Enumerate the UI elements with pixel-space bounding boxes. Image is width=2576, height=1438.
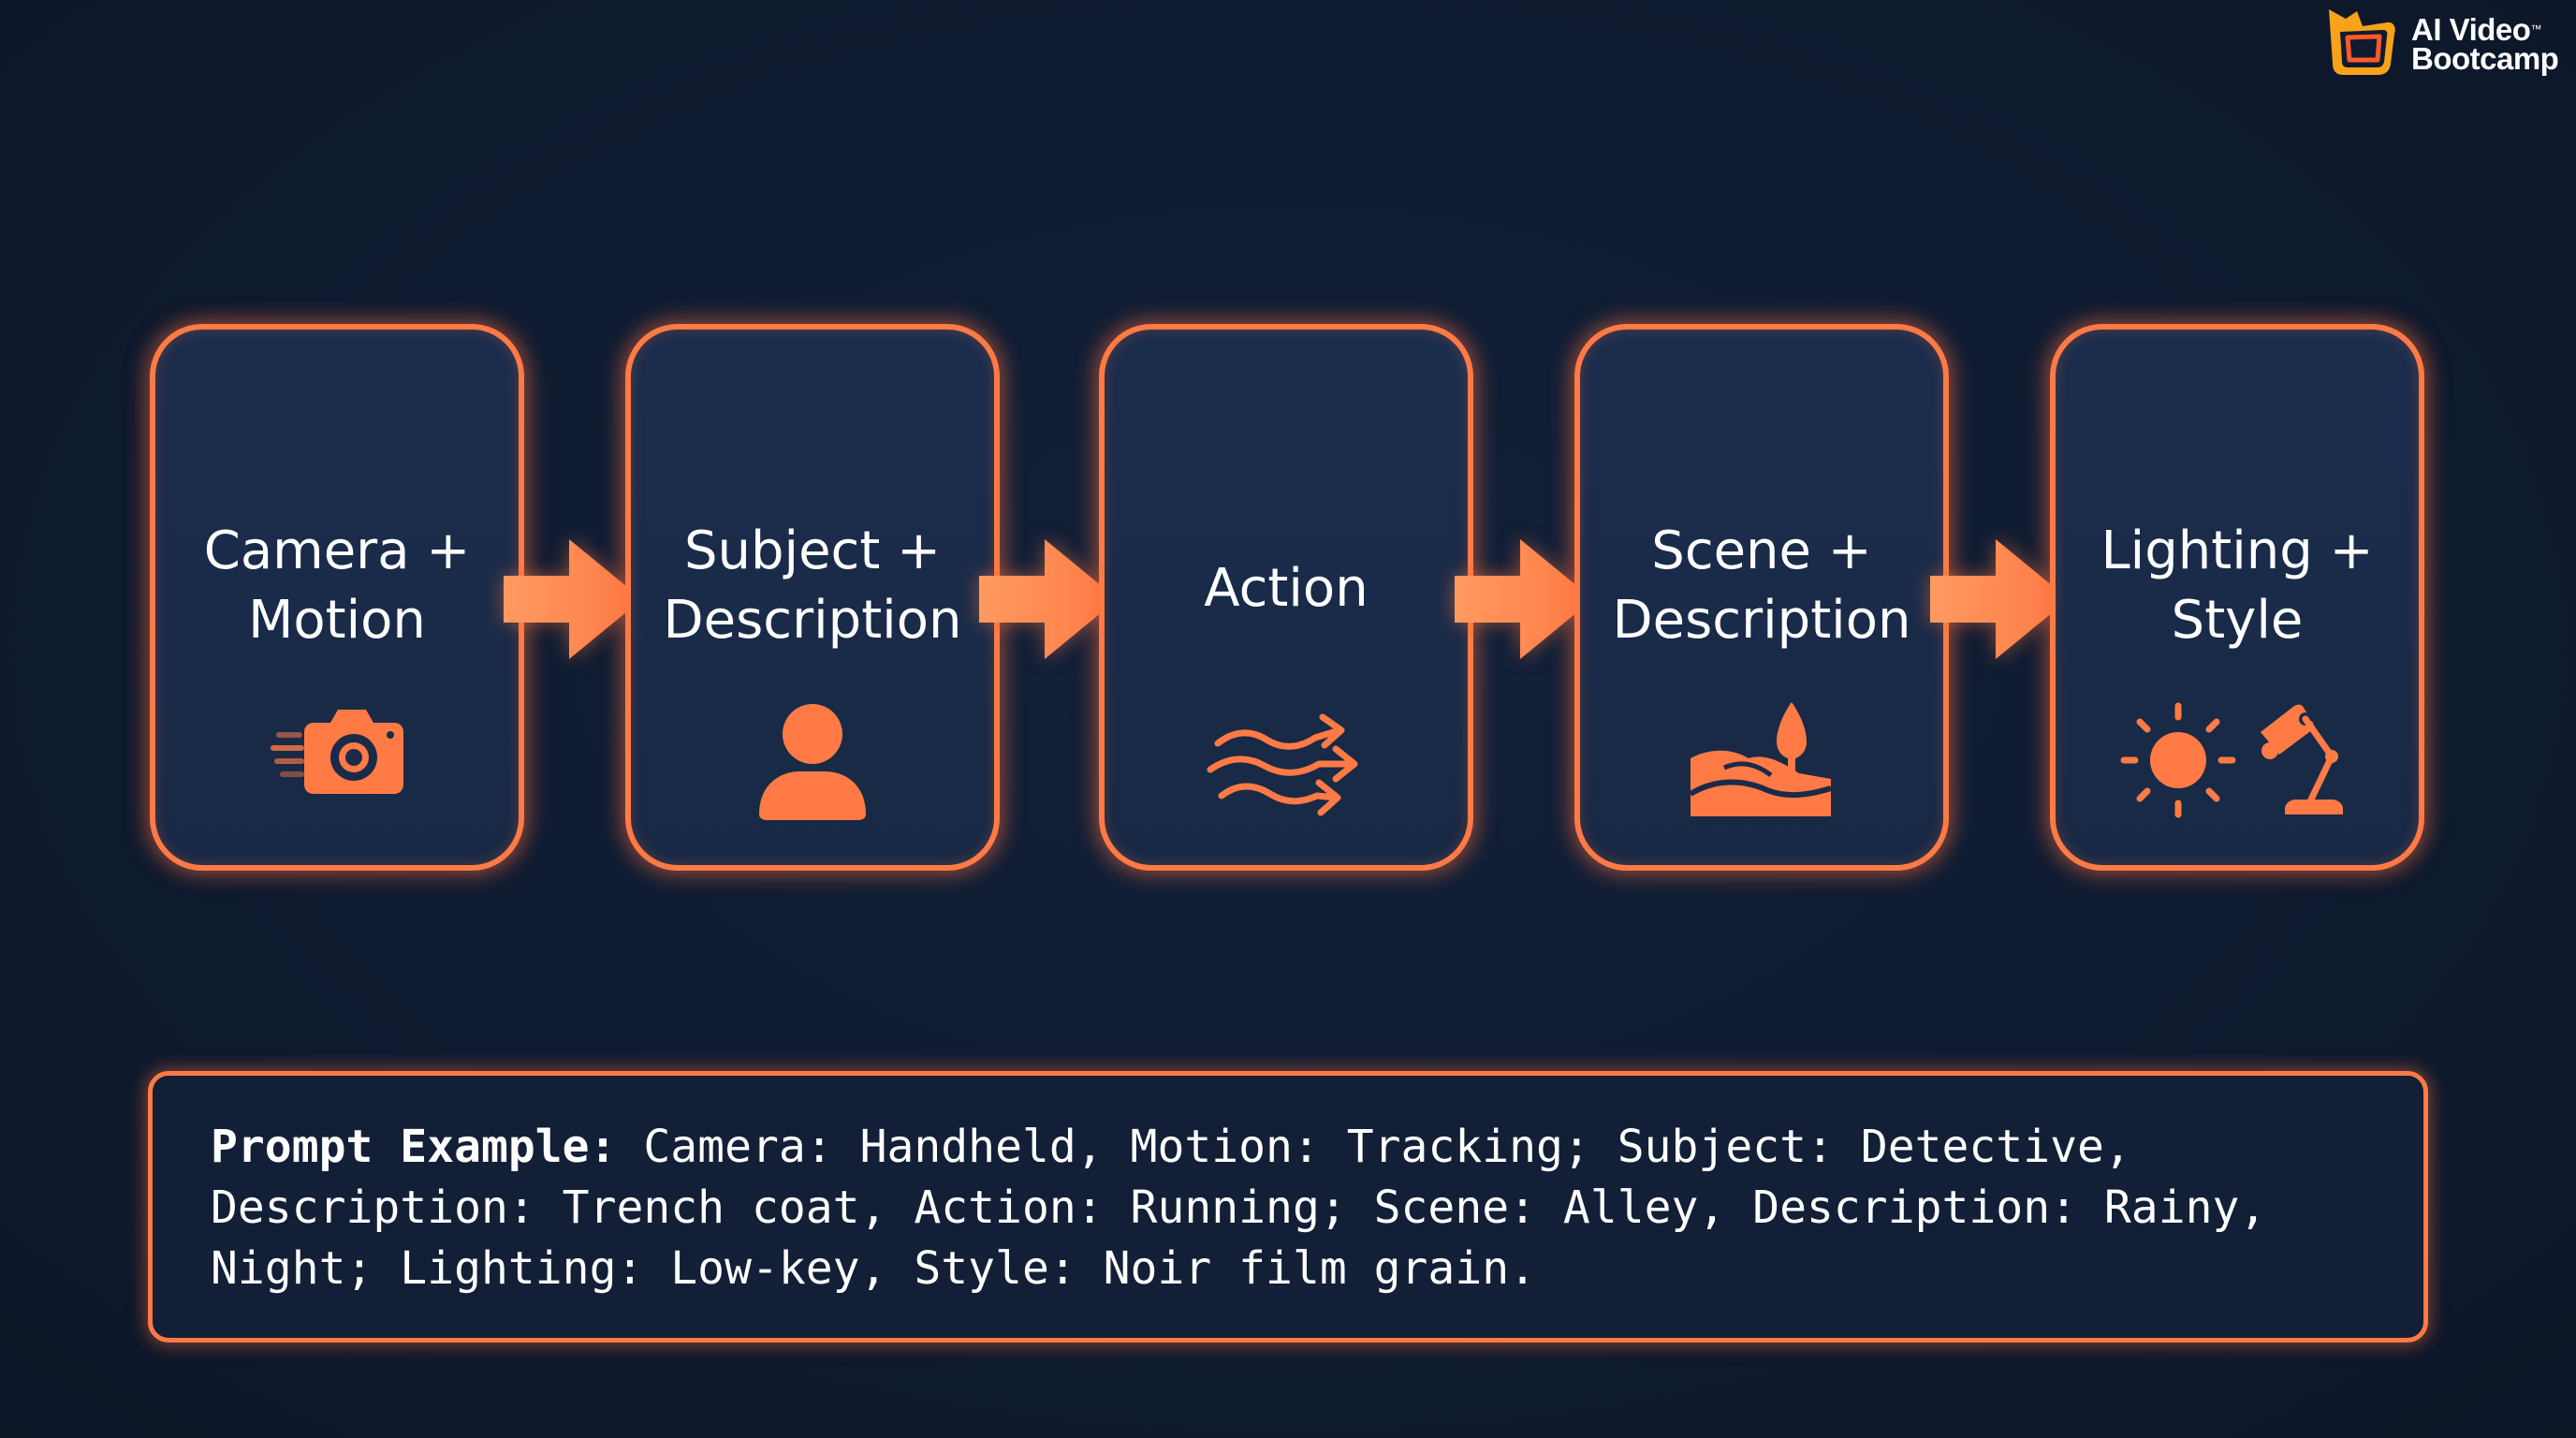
wind-arrows-icon xyxy=(1207,713,1358,816)
prompt-example-label: Prompt Example: xyxy=(211,1121,617,1173)
camera-motion-icon xyxy=(271,710,403,794)
sun-icon xyxy=(2120,702,2236,818)
brand-logo: AI Video™ Bootcamp xyxy=(2325,6,2576,84)
flow-arrow-icon xyxy=(979,539,1118,659)
step-scene-description: Scene + Description xyxy=(1574,324,1949,871)
prompt-example-box: Prompt Example: Camera: Handheld, Motion… xyxy=(148,1071,2428,1343)
step-label-line-1: Subject + xyxy=(683,521,942,581)
flow-arrow-icon xyxy=(504,539,642,659)
step-label-line-1: Camera + xyxy=(203,521,471,581)
flow-arrow-icon xyxy=(1455,539,1593,659)
step-label-line-2: Description xyxy=(1612,590,1911,651)
step-action: Action xyxy=(1099,324,1473,871)
step-subject-description: Subject + Description xyxy=(625,324,1000,871)
logo-line-1: AI Video xyxy=(2411,12,2531,47)
step-label: Camera + Motion xyxy=(155,517,519,655)
desk-lamp-icon xyxy=(2261,704,2343,814)
step-label-line-2: Style xyxy=(2171,590,2304,651)
step-label: Action xyxy=(1105,554,1468,624)
step-label-line-2: Description xyxy=(663,590,962,651)
step-label: Lighting + Style xyxy=(2056,517,2419,655)
landscape-tree-icon xyxy=(1689,702,1832,816)
step-label-line-2: Motion xyxy=(248,590,426,651)
logo-text: AI Video™ Bootcamp xyxy=(2411,12,2559,76)
prompt-line-1: Camera: Handheld, Motion: Tracking; Subj… xyxy=(616,1121,2131,1173)
step-label-line-1: Scene + xyxy=(1651,521,1872,581)
logo-trademark: ™ xyxy=(2530,22,2541,36)
prompt-line-3: Night; Lighting: Low-key, Style: Noir fi… xyxy=(211,1242,1537,1295)
logo-mark-icon xyxy=(2329,9,2395,75)
step-label-line-1: Action xyxy=(1204,558,1368,619)
flow-arrow-icon xyxy=(1930,539,2069,659)
person-icon xyxy=(759,704,866,820)
step-label: Subject + Description xyxy=(631,517,994,655)
step-label-line-1: Lighting + xyxy=(2100,521,2374,581)
logo-line-2: Bootcamp xyxy=(2411,41,2559,76)
prompt-line-2: Description: Trench coat, Action: Runnin… xyxy=(211,1181,2267,1234)
prompt-example-text: Prompt Example: Camera: Handheld, Motion… xyxy=(211,1117,2364,1299)
step-label: Scene + Description xyxy=(1580,517,1943,655)
sun-lamp-icon xyxy=(2120,702,2343,818)
step-camera-motion: Camera + Motion xyxy=(150,324,524,871)
step-lighting-style: Lighting + Style xyxy=(2050,324,2424,871)
